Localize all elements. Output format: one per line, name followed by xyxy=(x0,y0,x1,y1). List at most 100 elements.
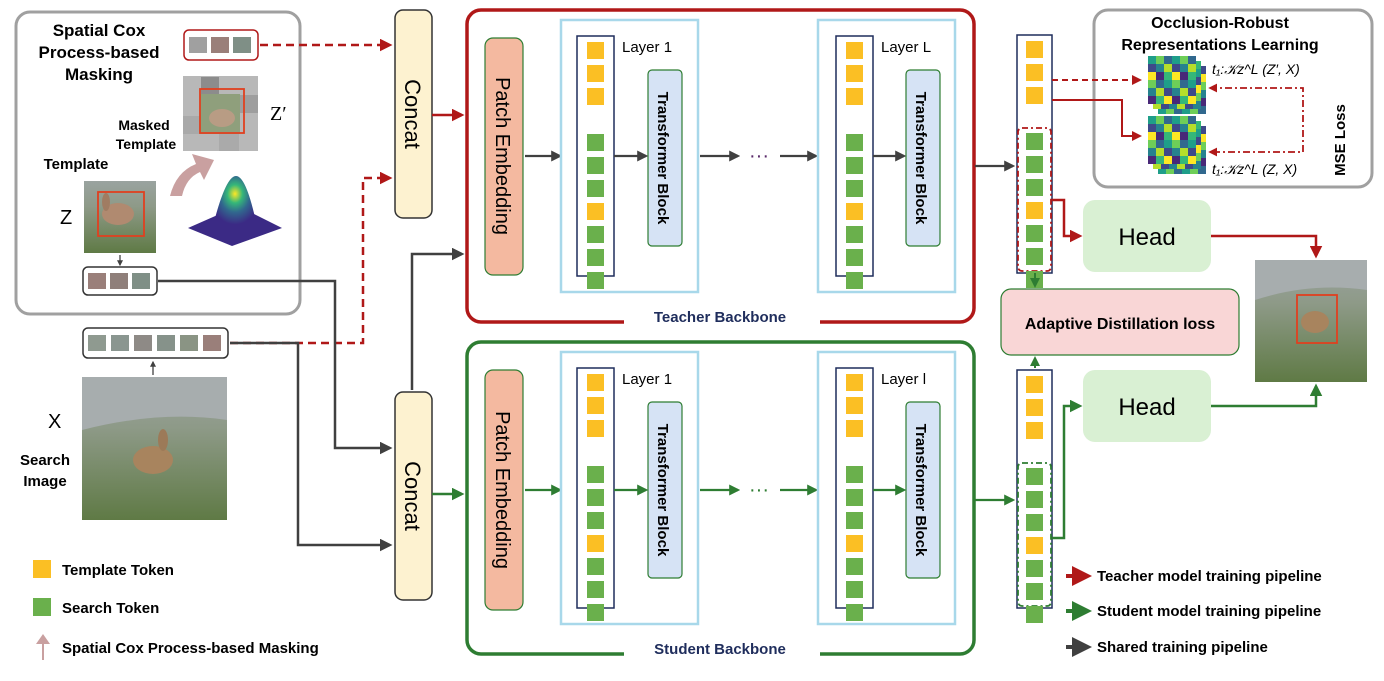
teacher-layer-L-label: Layer L xyxy=(881,39,931,56)
search-token xyxy=(180,335,198,351)
occlusion-title-1: Occlusion-Robust xyxy=(1151,15,1289,32)
template-token xyxy=(587,65,604,82)
feature-cell xyxy=(1164,88,1172,96)
feature-cell xyxy=(1174,166,1182,174)
template-token xyxy=(88,273,106,289)
feature-cell xyxy=(1148,64,1156,72)
feature-cell xyxy=(1172,140,1180,148)
feature-cell xyxy=(1198,82,1206,90)
template-token xyxy=(132,273,150,289)
feature-cell xyxy=(1148,140,1156,148)
feature-cell xyxy=(1193,101,1201,109)
template-token xyxy=(1026,64,1043,81)
search-token xyxy=(587,581,604,598)
feature-cell xyxy=(1156,96,1164,104)
masked-template-label-2: Template xyxy=(116,136,177,152)
search-token xyxy=(1026,248,1043,265)
search-token xyxy=(587,604,604,621)
feature-cell xyxy=(1198,142,1206,150)
search-token xyxy=(203,335,221,351)
feature-cell xyxy=(1180,148,1188,156)
feature-cell xyxy=(1177,101,1185,109)
template-token xyxy=(846,88,863,105)
search-token xyxy=(88,335,106,351)
search-token xyxy=(846,157,863,174)
teacher-ellipsis: ··· xyxy=(749,145,769,167)
search-token xyxy=(846,249,863,266)
search-token xyxy=(1026,560,1043,577)
teacher-patch-embedding-label: Patch Embedding xyxy=(491,77,513,235)
legend-template-swatch xyxy=(33,560,51,578)
feature-cell xyxy=(1174,106,1182,114)
feature-cell xyxy=(1161,101,1169,109)
feature-cell xyxy=(1188,72,1196,80)
feature-cell xyxy=(1198,90,1206,98)
search-token xyxy=(1026,225,1043,242)
search-image xyxy=(82,377,227,520)
token-layer xyxy=(587,41,1043,623)
feature-cell xyxy=(1172,148,1180,156)
feature-cell xyxy=(1190,166,1198,174)
search-token xyxy=(157,335,175,351)
feature-cell xyxy=(1193,93,1201,101)
feature-cell xyxy=(1190,106,1198,114)
feature-cell xyxy=(1180,64,1188,72)
feature-cell xyxy=(1156,88,1164,96)
student-head xyxy=(1083,370,1211,442)
legend-search-swatch xyxy=(33,598,51,616)
search-token xyxy=(1026,491,1043,508)
feature-cell xyxy=(1198,98,1206,106)
search-token xyxy=(587,134,604,151)
student-patch-embedding xyxy=(484,369,524,611)
feature-cell xyxy=(1148,56,1156,64)
template-token xyxy=(587,203,604,220)
feature-cell xyxy=(1172,56,1180,64)
feature-cell xyxy=(1180,80,1188,88)
search-token xyxy=(587,489,604,506)
feature-cell xyxy=(1166,106,1174,114)
feature-cell xyxy=(1169,101,1177,109)
feature-cell xyxy=(1164,124,1172,132)
search-label-2: Image xyxy=(23,473,66,490)
feature-cell xyxy=(1164,96,1172,104)
feature-cell xyxy=(1180,96,1188,104)
search-token xyxy=(846,134,863,151)
masked-token xyxy=(189,37,207,53)
feature-cell xyxy=(1164,116,1172,124)
feature-map-clean xyxy=(1148,116,1206,174)
masking-arrow-icon xyxy=(170,154,214,196)
student-block-1-label: Transformer Block xyxy=(654,424,671,557)
feature-cell xyxy=(1156,116,1164,124)
masking-title-1: Spatial Cox xyxy=(53,21,146,40)
feature-cell xyxy=(1164,140,1172,148)
concat-bottom xyxy=(394,391,433,601)
template-token xyxy=(1026,376,1043,393)
feature-cell xyxy=(1156,148,1164,156)
template-token xyxy=(587,88,604,105)
feature-cell xyxy=(1164,148,1172,156)
feature-cell xyxy=(1164,56,1172,64)
template-token xyxy=(587,397,604,414)
feature-cell xyxy=(1156,156,1164,164)
x-label: X xyxy=(48,411,61,433)
teacher-head-to-output-arrow xyxy=(1211,234,1323,259)
search-token xyxy=(587,558,604,575)
feature-cell xyxy=(1198,158,1206,166)
feature-cell xyxy=(1156,132,1164,140)
teacher-to-head-arrow xyxy=(1052,198,1083,243)
student-backbone-label: Student Backbone xyxy=(654,641,786,658)
teacher-head-label: Head xyxy=(1118,224,1175,251)
feature-cell xyxy=(1148,124,1156,132)
feature-cell xyxy=(1172,124,1180,132)
feature-cell xyxy=(1172,88,1180,96)
template-token xyxy=(846,535,863,552)
template-token xyxy=(110,273,128,289)
template-token xyxy=(846,420,863,437)
masked-token xyxy=(233,37,251,53)
search-to-concat-bottom-arrow xyxy=(230,341,393,552)
search-token xyxy=(587,180,604,197)
feature-cell xyxy=(1180,56,1188,64)
search-token xyxy=(1026,583,1043,600)
legend-masking-arrow-icon xyxy=(36,634,50,660)
